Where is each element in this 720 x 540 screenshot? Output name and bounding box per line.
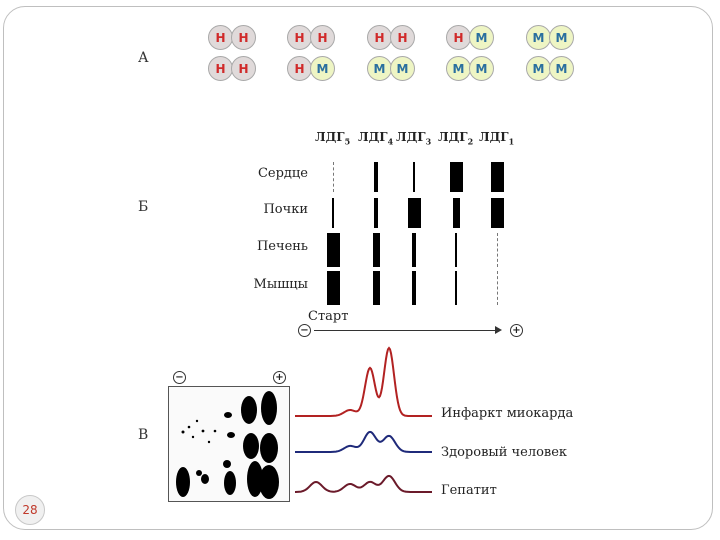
section-label-c: В [138, 427, 149, 443]
electrophoresis-band [372, 233, 380, 267]
start-label: Старт [308, 309, 349, 324]
subunit: Н [208, 56, 233, 81]
electrophoresis-band [455, 233, 457, 267]
isoenzyme-prefix: ЛДГ [396, 130, 426, 144]
subunit: М [549, 25, 574, 50]
organ-label: Почки [263, 202, 308, 217]
subunit: Н [208, 25, 233, 50]
subunit: Н [287, 56, 312, 81]
isoenzyme-prefix: ЛДГ [358, 130, 388, 144]
electrophoresis-band [374, 162, 378, 192]
isoenzyme-number: 5 [344, 136, 351, 147]
subunit: Н [446, 25, 471, 50]
page-number-badge: 28 [15, 495, 45, 525]
subunit: Н [390, 25, 415, 50]
electrophoresis-band [412, 233, 416, 267]
densitometry-curve [295, 430, 432, 453]
plus-sign: + [510, 324, 523, 337]
organ-label: Мышцы [253, 277, 308, 292]
gel-plus-sign: + [273, 371, 286, 384]
gel-photo [168, 386, 290, 502]
subunit: Н [310, 25, 335, 50]
isoenzyme-number: 1 [508, 136, 515, 147]
slide-frame [3, 6, 713, 530]
isoenzyme-number: 4 [387, 136, 394, 147]
electrophoresis-band [413, 162, 415, 192]
subunit: М [469, 56, 494, 81]
electrophoresis-band [496, 233, 498, 267]
isoenzyme-label: ЛДГ3 [396, 130, 431, 146]
isoenzyme-number: 3 [425, 136, 432, 147]
densitometry-curve [295, 346, 432, 417]
isoenzyme-prefix: ЛДГ [479, 130, 509, 144]
isoenzyme-prefix: ЛДГ [438, 130, 468, 144]
electrophoresis-band [412, 271, 416, 305]
organ-label: Печень [256, 239, 308, 254]
gel-minus-sign: − [173, 371, 186, 384]
subunit: М [549, 56, 574, 81]
subunit: М [390, 56, 415, 81]
electrophoresis-band [449, 162, 463, 192]
isoenzyme-number: 2 [467, 136, 474, 147]
arrow-head-icon [495, 326, 502, 334]
curve-label: Здоровый человек [441, 445, 568, 460]
subunit: М [526, 25, 551, 50]
electrophoresis-band [490, 162, 504, 192]
electrophoresis-band [372, 271, 380, 305]
subunit: Н [231, 25, 256, 50]
isoenzyme-prefix: ЛДГ [315, 130, 345, 144]
subunit: М [469, 25, 494, 50]
subunit: М [367, 56, 392, 81]
minus-sign: − [298, 324, 311, 337]
densitometry-curve [295, 474, 432, 493]
electrophoresis-band [326, 271, 340, 305]
electrophoresis-band [407, 198, 421, 228]
section-label-b: Б [138, 199, 149, 215]
subunit: Н [231, 56, 256, 81]
organ-label: Сердце [257, 166, 308, 181]
gel-blots-image [176, 391, 279, 499]
electrophoresis-band [374, 198, 378, 228]
subunit: М [310, 56, 335, 81]
direction-arrow-line [314, 330, 498, 331]
isoenzyme-label: ЛДГ2 [438, 130, 473, 146]
electrophoresis-band [326, 233, 340, 267]
isoenzyme-label: ЛДГ4 [358, 130, 393, 146]
curve-label: Гепатит [441, 483, 497, 498]
electrophoresis-band [490, 198, 504, 228]
section-label-a: А [138, 50, 149, 66]
isoenzyme-label: ЛДГ5 [315, 130, 350, 146]
electrophoresis-band [332, 198, 334, 228]
electrophoresis-band [496, 271, 498, 305]
electrophoresis-band [452, 198, 460, 228]
isoenzyme-label: ЛДГ1 [479, 130, 514, 146]
electrophoresis-band [332, 162, 334, 192]
electrophoresis-band [455, 271, 457, 305]
curve-label: Инфаркт миокарда [441, 406, 574, 421]
